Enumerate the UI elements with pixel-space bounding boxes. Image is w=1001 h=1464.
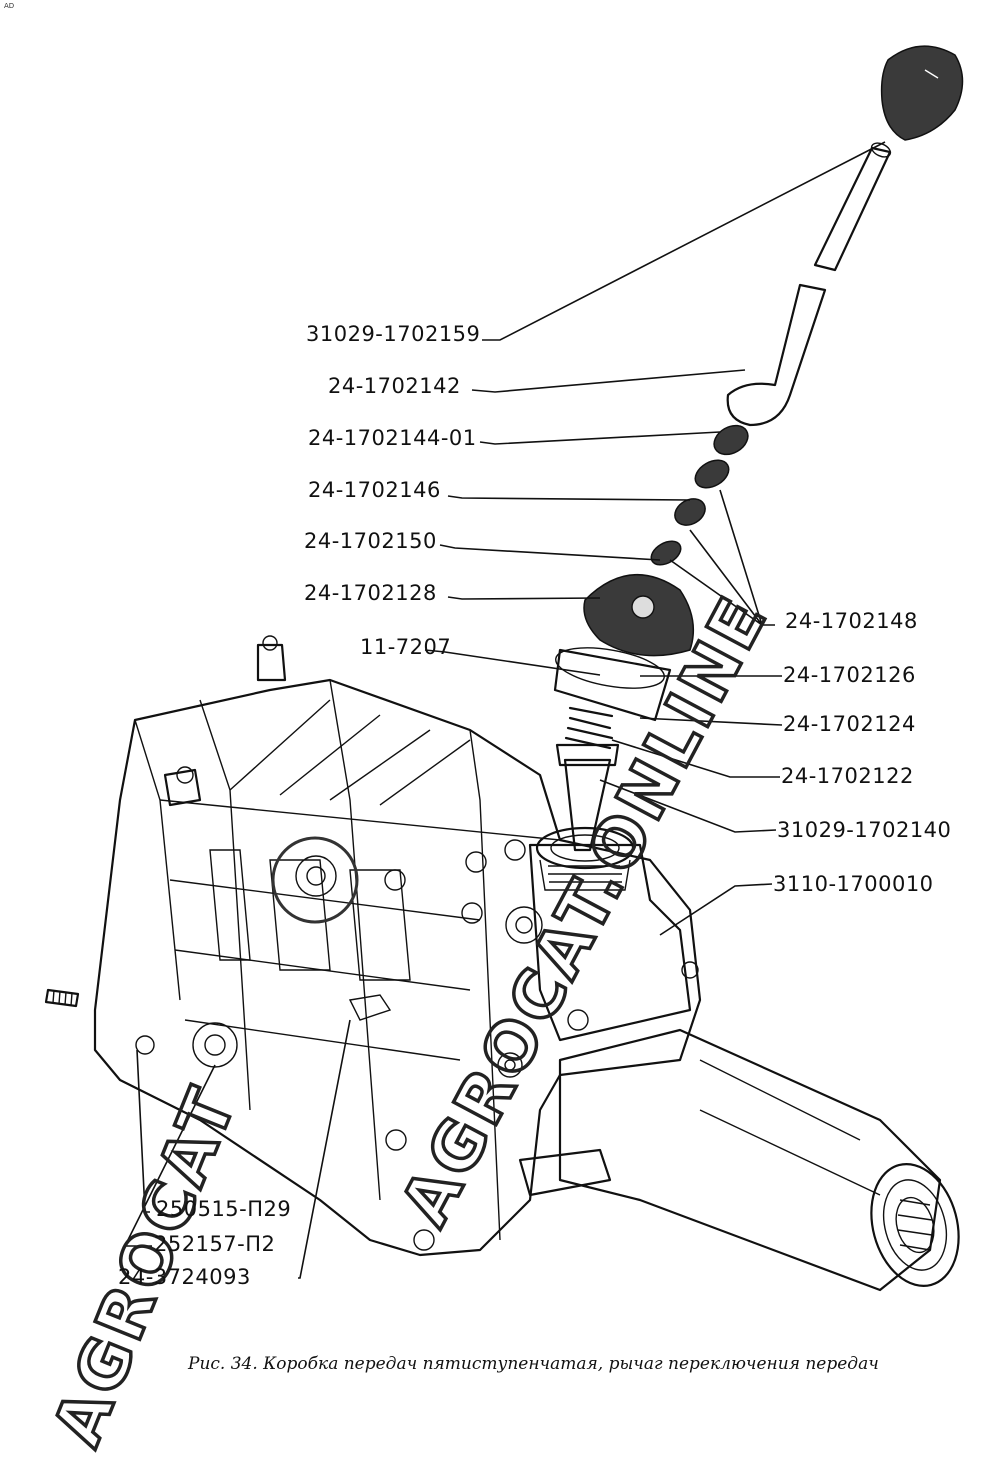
callout-washer-c: 252157-П2: [154, 1232, 275, 1256]
callout-ring: 11-7207: [360, 635, 451, 659]
callout-washer-a: 24-1702146: [308, 478, 441, 502]
callout-lever: 31029-1702140: [777, 818, 951, 842]
callout-gearbox: 3110-1700010: [773, 872, 934, 896]
callout-knob: 31029-1702159: [306, 322, 480, 346]
figure-caption: Рис. 34. Коробка передач пятиступенчатая…: [187, 1354, 879, 1374]
callout-nut: 24-1702144-01: [308, 426, 477, 450]
callout-washer-b: 24-1702150: [304, 529, 437, 553]
corner-mark: AD: [4, 2, 15, 10]
extension-housing-drawing: [518, 1028, 960, 1292]
callout-spacers: 24-1702148: [785, 609, 918, 633]
callout-dust-cover: 24-1702128: [304, 581, 437, 605]
callout-bolt: 250515-П29: [156, 1197, 291, 1221]
callout-spring: 24-1702122: [781, 764, 914, 788]
callout-sensor: 24-3724093: [118, 1265, 251, 1289]
gearbox-housing-drawing: [44, 635, 702, 1257]
callout-spring-seat: 24-1702124: [783, 712, 916, 736]
gear-lever-drawing: [553, 45, 964, 852]
callout-boot-upper: 24-1702142: [328, 374, 461, 398]
callout-cup: 24-1702126: [783, 663, 916, 687]
leader-lines: [123, 141, 886, 1279]
watermark: AGROCAT AGROCAT.ONLINE: [37, 581, 785, 1458]
callout-labels: 31029-1702159 24-1702142 24-1702144-01 2…: [118, 322, 951, 1289]
